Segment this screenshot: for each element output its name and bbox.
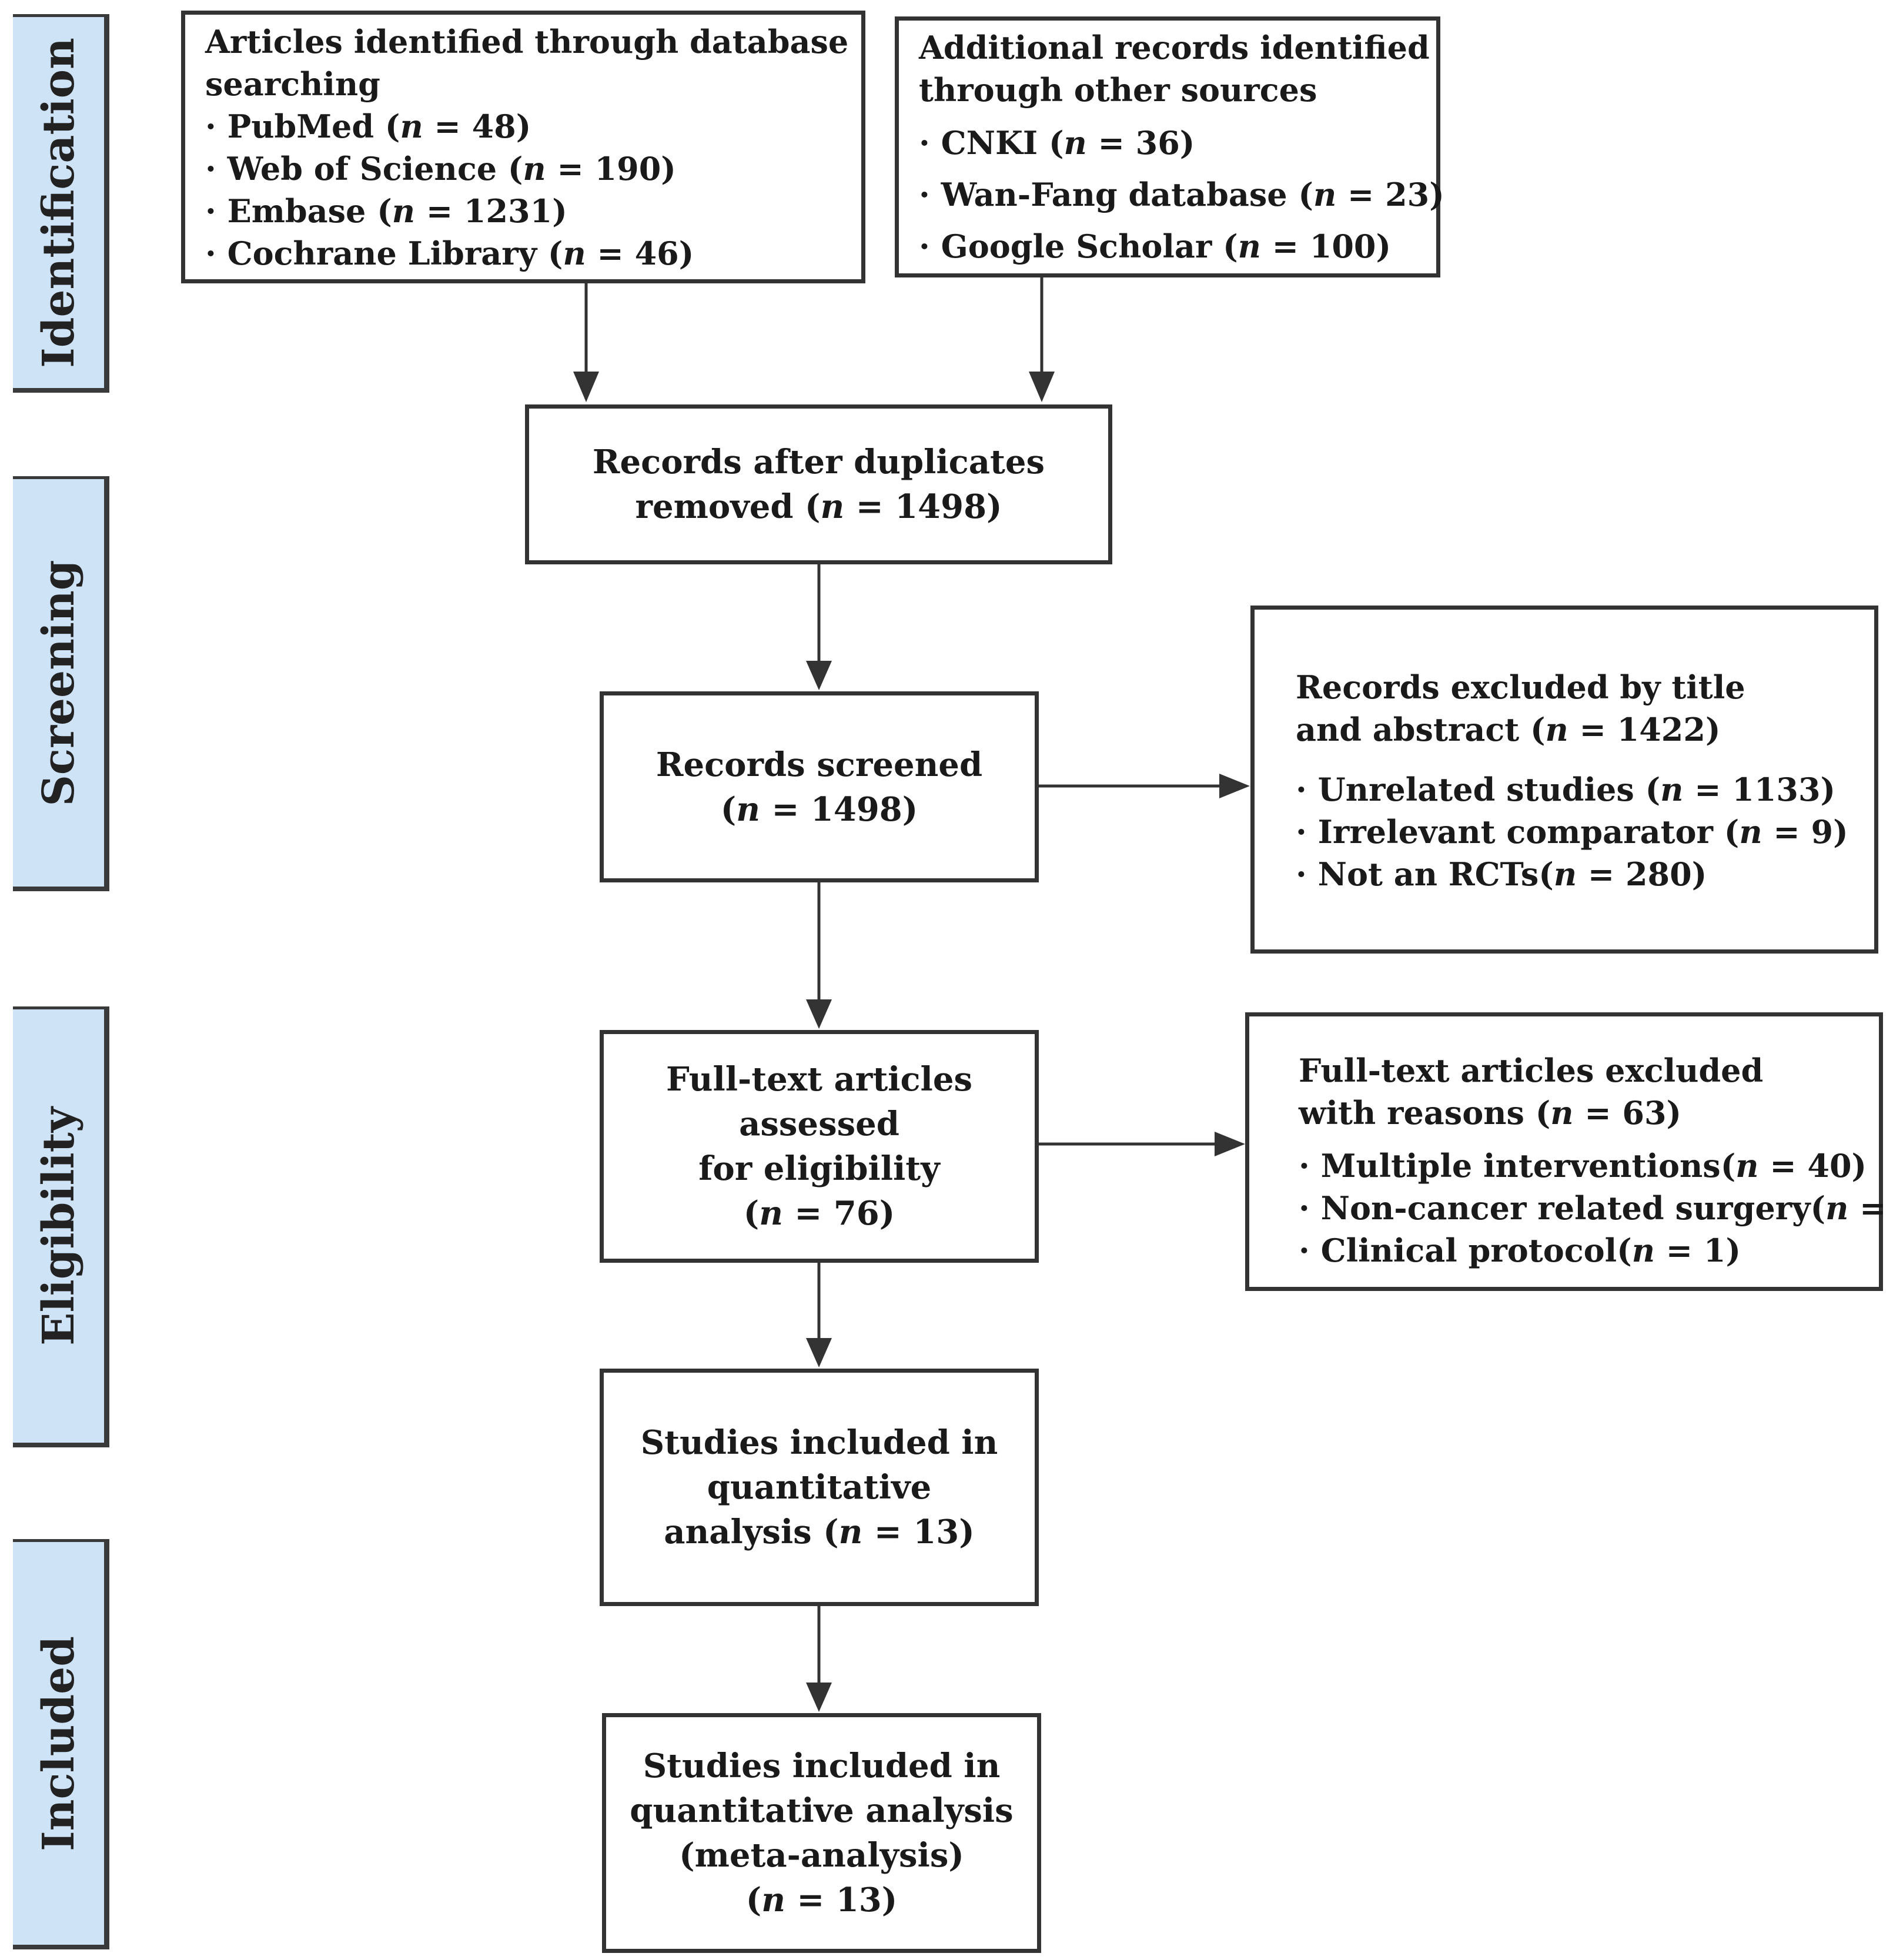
exclusion-reason: · Clinical protocol(n = 1) (1299, 1232, 1741, 1269)
exclusion-reason: · Unrelated studies (n = 1133) (1296, 771, 1836, 808)
excluded-fulltext-box: Full-text articles excluded with reasons… (1245, 1012, 1893, 1291)
box-title-line: through other sources (919, 71, 1317, 109)
excluded-title-abstract-box: Records excluded by title and abstract (… (1250, 606, 1878, 954)
arrowhead (1215, 1132, 1245, 1156)
box-title-line: and abstract (n = 1422) (1296, 711, 1721, 748)
source-item: · Wan-Fang database (n = 23) (919, 176, 1444, 213)
arrowhead (806, 1338, 832, 1367)
arrowhead (806, 999, 832, 1029)
box-text-line: Studies included in (640, 1423, 998, 1462)
arrowhead (806, 1683, 832, 1712)
box-text-line: (n = 13) (745, 1881, 898, 1919)
source-item: · PubMed (n = 48) (205, 108, 531, 145)
box-title-line: Articles identified through database (205, 23, 849, 61)
source-item: · Cochrane Library (n = 46) (205, 235, 694, 272)
included-meta-analysis-box: Studies included in quantitative analysi… (602, 1713, 1041, 1953)
database-search-box: Articles identified through database sea… (181, 11, 865, 283)
other-sources-box: Additional records identified through ot… (895, 16, 1444, 277)
box-text-line: quantitative (707, 1468, 932, 1507)
box-text-line: (meta-analysis) (679, 1836, 964, 1875)
box-text-line: quantitative analysis (630, 1791, 1014, 1830)
phase-included: Included (13, 1539, 109, 1949)
box-title-line: Additional records identified (919, 29, 1430, 66)
exclusion-reason: · Non-cancer related surgery(n = 22) (1299, 1189, 1893, 1227)
phase-eligibility: Eligibility (13, 1006, 109, 1447)
arrowhead (1029, 372, 1055, 402)
included-analysis-box: Studies included in quantitative analysi… (600, 1369, 1039, 1606)
exclusion-reason: · Not an RCTs(n = 280) (1296, 855, 1707, 893)
box-text-line: removed (n = 1498) (635, 487, 1002, 526)
arrowhead (573, 372, 599, 402)
box-text-line: (n = 1498) (720, 790, 918, 829)
box-text-line: Studies included in (643, 1747, 1001, 1785)
dedup-box: Records after duplicates removed (n = 14… (525, 404, 1112, 564)
source-item: · Embase (n = 1231) (205, 192, 567, 230)
source-item: · Web of Science (n = 190) (205, 150, 676, 188)
box-text-line: Records after duplicates (592, 443, 1045, 481)
exclusion-reason: · Irrelevant comparator (n = 9) (1296, 813, 1848, 851)
box-text-line: (n = 76) (743, 1194, 895, 1233)
phase-screening: Screening (13, 476, 109, 891)
arrowhead (1219, 774, 1250, 798)
arrowhead (806, 661, 832, 690)
source-item: · Google Scholar (n = 100) (919, 228, 1392, 265)
fulltext-assessed-box: Full-text articles assessed for eligibil… (600, 1030, 1039, 1263)
phase-identification: Identification (13, 14, 109, 393)
box-text-line: analysis (n = 13) (664, 1513, 975, 1551)
box-title-line: Full-text articles excluded (1299, 1052, 1764, 1089)
box-text-line: Full-text articles assessed (666, 1060, 972, 1143)
screened-box: Records screened (n = 1498) (600, 691, 1039, 882)
box-text-line: for eligibility (698, 1149, 940, 1188)
box-title-line: with reasons (n = 63) (1299, 1094, 1682, 1132)
source-item: · CNKI (n = 36) (919, 124, 1195, 162)
box-text-line: Records screened (655, 745, 983, 784)
box-title-line: searching (205, 65, 380, 103)
exclusion-reason: · Multiple interventions(n = 40) (1299, 1147, 1867, 1185)
box-title-line: Records excluded by title (1296, 668, 1745, 706)
